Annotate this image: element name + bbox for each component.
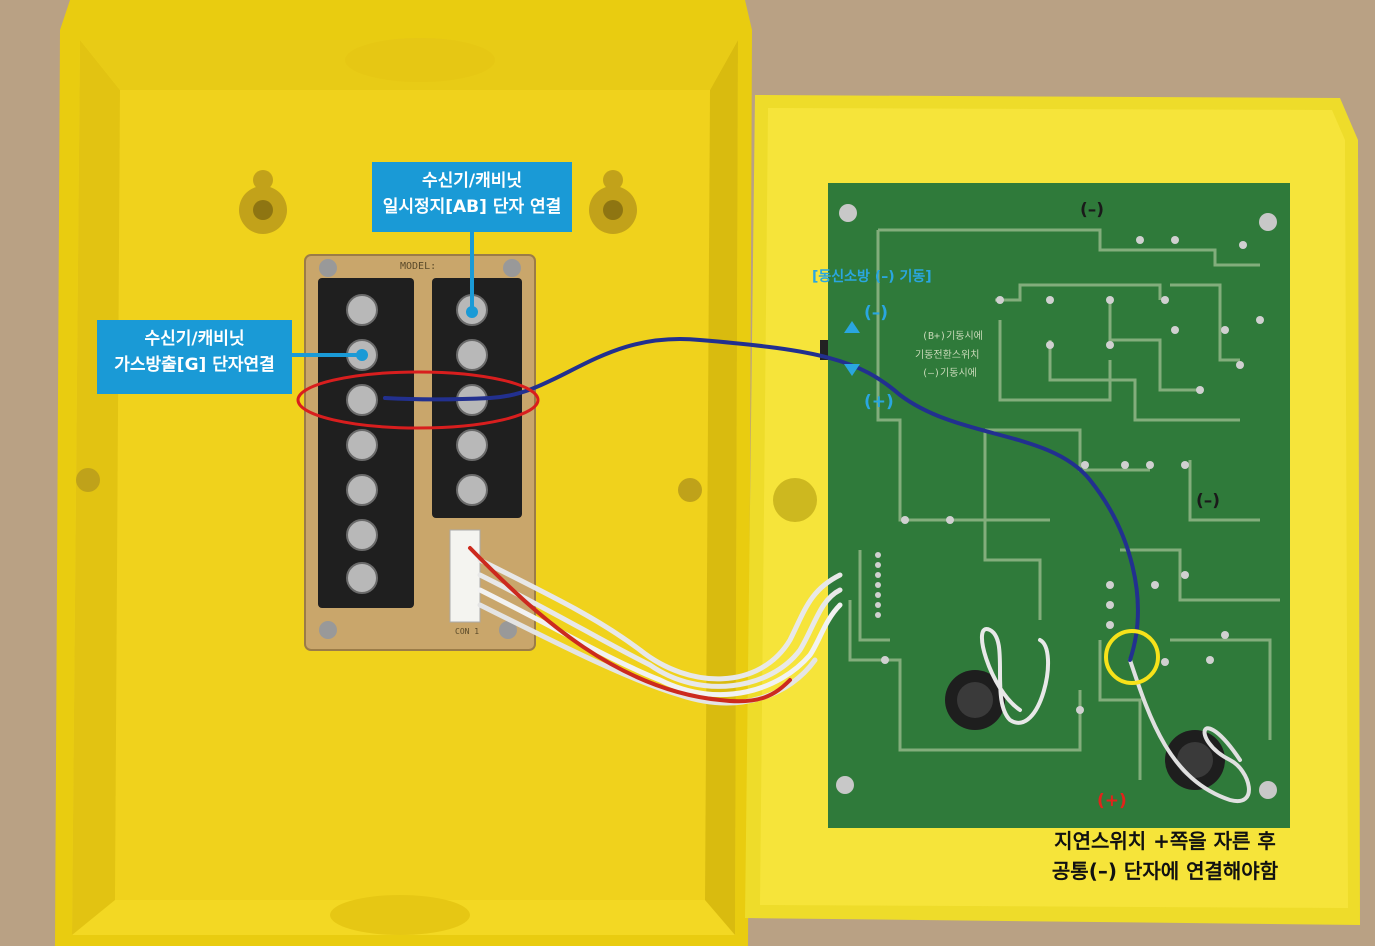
callout-pause-terminal: 수신기/캐비닛 일시정지[AB] 단자 연결 [372,162,572,232]
pcb-screw [839,204,857,222]
delay-switch [945,670,1005,730]
pcb-print-line3: (–)기동시에 [922,368,977,379]
screw-terminal [346,519,378,551]
instruction-note: 지연스위치 +쪽을 자른 후 공통(–) 단자에 연결해야함 [1015,826,1315,886]
knockout [345,38,495,82]
label-plus-red: (+) [1097,791,1127,811]
lid-hole [773,478,817,522]
arrow-up-icon [844,321,860,333]
screw-terminal [346,562,378,594]
board-screw [319,259,337,277]
label-minus-blue: (–) [864,303,889,323]
pcb-print-line2: 기동전환스위치 [915,350,980,361]
keyhole-mount [589,170,637,234]
instruction-note-line1: 지연스위치 +쪽을 자른 후 [1054,829,1276,853]
screw-terminal [346,429,378,461]
screw-terminal [346,474,378,506]
pcb-screw [1259,213,1277,231]
board-screw [319,621,337,639]
pcb-screw [836,776,854,794]
cut-point-highlight-ring [1104,629,1160,685]
arrow-down-icon [844,364,860,376]
screw-terminal [346,384,378,416]
callout-pause-line2: 일시정지[AB] 단자 연결 [382,197,562,217]
screw-terminal [346,294,378,326]
label-minus-top: (–) [1080,200,1105,220]
screw-terminal [456,429,488,461]
board-screw [503,259,521,277]
pcb-print-line1: (B+)기동시에 [922,331,983,342]
callout-pointer-dot [466,306,478,318]
callout-pointer-dot [356,349,368,361]
board-model-print: MODEL: [400,261,437,272]
pcb-screw [1259,781,1277,799]
callout-gas-line2: 가스방출[G] 단자연결 [114,355,275,375]
callout-gas-terminal: 수신기/캐비닛 가스방출[G] 단자연결 [97,320,292,394]
keyhole-mount [239,170,287,234]
terminal-highlight-ring [296,370,540,430]
knockout [330,895,470,935]
label-minus-mid: (–) [1196,491,1221,511]
connector-con1 [449,529,481,623]
callout-pause-line1: 수신기/캐비닛 [421,171,523,191]
mount-hole [678,478,702,502]
board-screw [499,621,517,639]
board-conn-print: CON 1 [455,627,480,636]
mount-hole [76,468,100,492]
label-dongsin-minus-start: [동신소방 (–) 기동] [812,269,932,285]
callout-gas-line1: 수신기/캐비닛 [144,329,245,349]
screw-terminal [456,339,488,371]
terminal-board [304,254,536,651]
label-plus-blue: (+) [864,392,894,412]
screw-terminal [456,474,488,506]
instruction-note-line2: 공통(–) 단자에 연결해야함 [1051,859,1279,883]
